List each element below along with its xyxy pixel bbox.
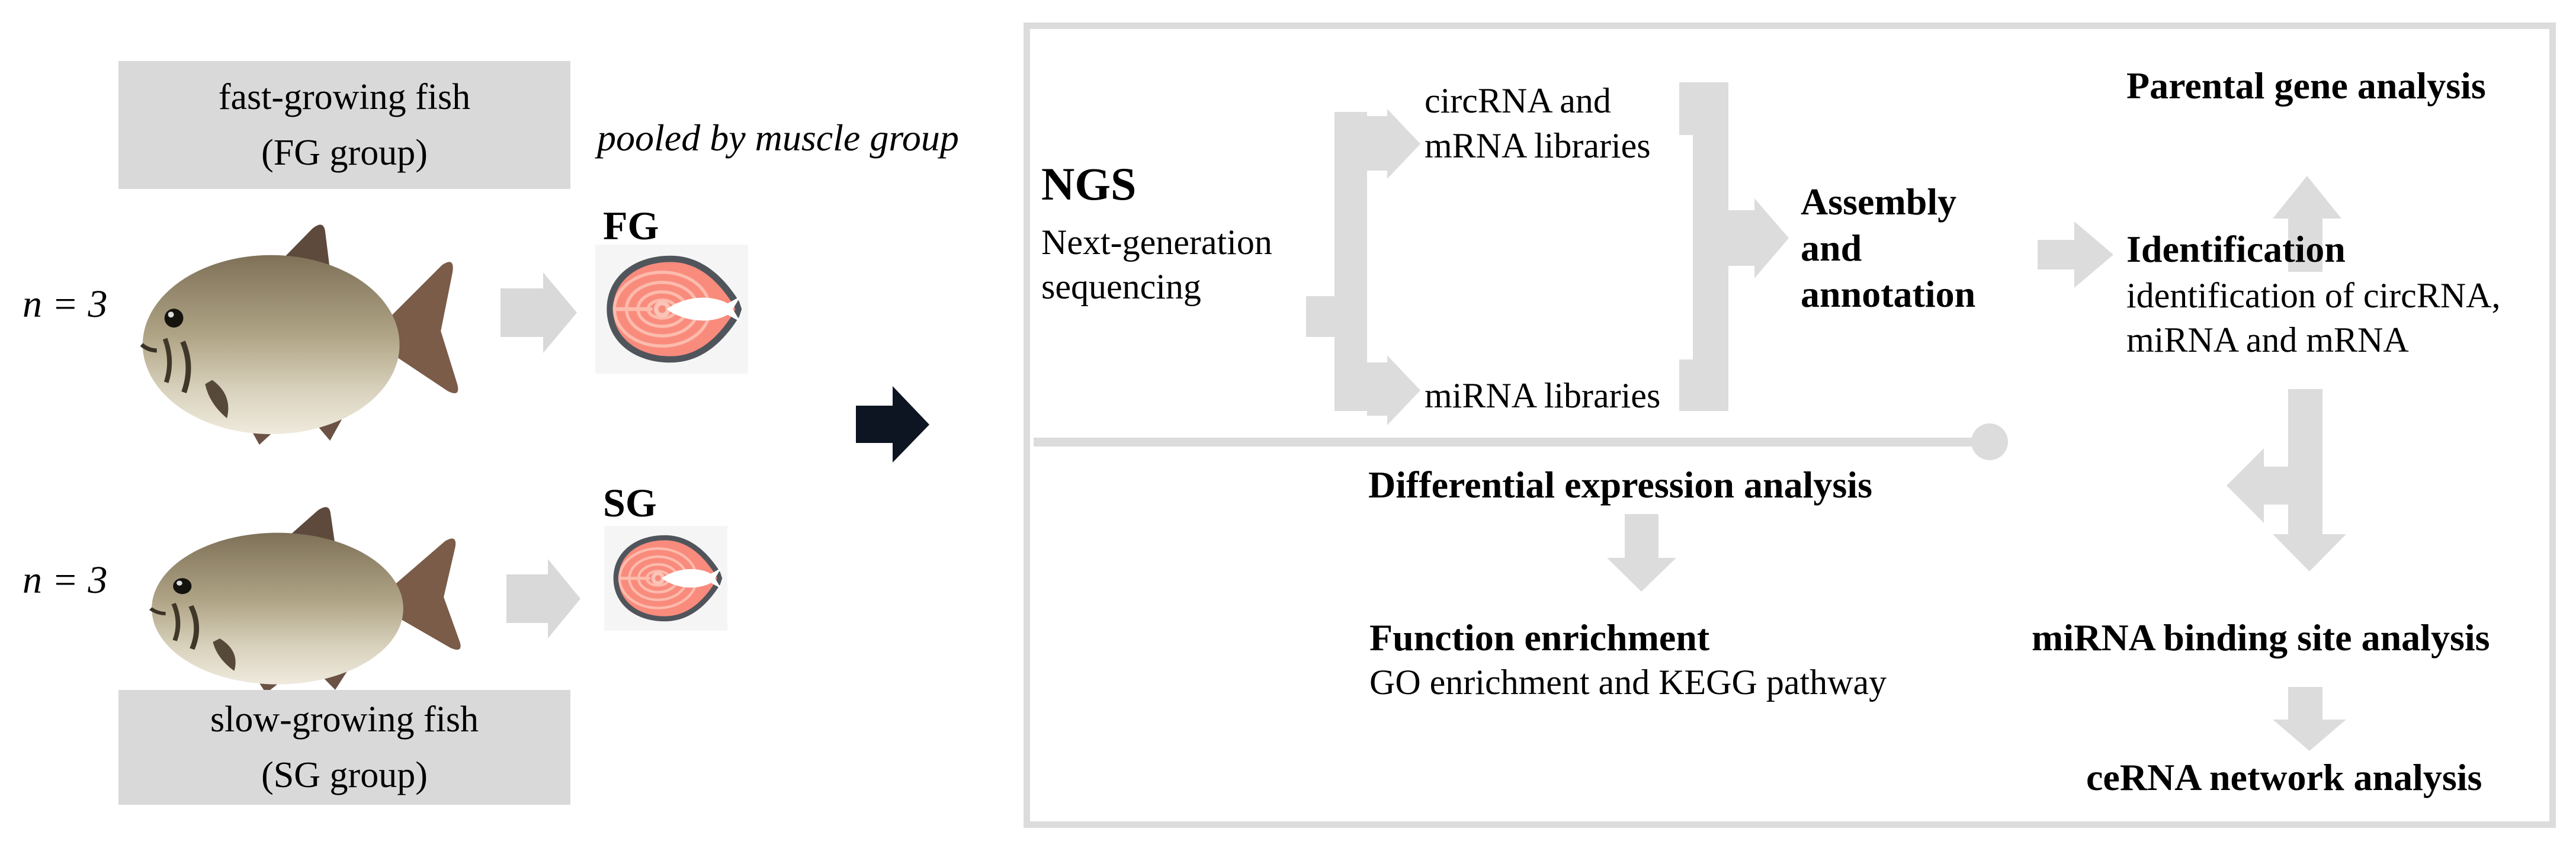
cerna-network-label: ceRNA network analysis	[2086, 756, 2482, 798]
fg-group-line1: fast-growing fish	[218, 77, 471, 117]
mirna-libraries-label: miRNA libraries	[1425, 376, 1661, 415]
salmon-steak-icon-fg	[595, 245, 748, 374]
identification-subtitle: identification of circRNA, miRNA and mRN…	[2126, 274, 2500, 362]
sg-group-line2: (SG group)	[261, 755, 428, 795]
fish-photo-fg	[121, 224, 468, 448]
identification-title: Identification	[2126, 228, 2346, 270]
fish-eye	[164, 309, 184, 328]
parental-gene-analysis-label: Parental gene analysis	[2126, 65, 2486, 107]
fg-group-line2: (FG group)	[261, 133, 428, 173]
identification-sub-line1: identification of circRNA,	[2126, 276, 2501, 315]
tail-fin	[384, 538, 461, 650]
steak-bone	[666, 296, 741, 322]
black-arrow-icon	[856, 386, 929, 463]
assembly-line2: and	[1801, 227, 1862, 269]
function-enrichment-title: Function enrichment	[1369, 616, 1710, 659]
fg-group-label-box: fast-growing fish (FG group)	[118, 61, 570, 189]
ngs-subtitle: Next-generation sequencing	[1041, 220, 1272, 309]
fish-illustration	[149, 507, 461, 693]
ngs-title: NGS	[1041, 158, 1137, 210]
tail-fin	[380, 262, 458, 394]
assembly-line3: annotation	[1801, 273, 1976, 315]
assembly-line1: Assembly	[1801, 181, 1957, 223]
salmon-steak-icon	[607, 255, 742, 363]
circ-mrna-line2: mRNA libraries	[1425, 126, 1651, 165]
sample-size-sg: n = 3	[23, 558, 108, 602]
fish-eye	[173, 578, 192, 595]
sg-group-line1: slow-growing fish	[210, 699, 479, 740]
sample-size-fg: n = 3	[23, 282, 108, 326]
salmon-steak-icon	[613, 535, 723, 622]
arrow-right-icon	[501, 272, 577, 353]
identification-sub-line2: miRNA and mRNA	[2126, 320, 2409, 359]
steak-bone	[662, 568, 721, 589]
sg-sample-label: SG	[603, 480, 657, 525]
ngs-subtitle-line1: Next-generation	[1041, 223, 1272, 262]
assembly-annotation-label: Assembly and annotation	[1801, 179, 1975, 317]
fish-photo-sg	[133, 506, 468, 696]
mirna-binding-site-label: miRNA binding site analysis	[2032, 616, 2490, 659]
workflow-panel	[1024, 23, 2556, 828]
sg-group-label-box: slow-growing fish (SG group)	[118, 690, 570, 805]
arrow-right-icon	[506, 559, 580, 638]
circ-mrna-libraries-label: circRNA and mRNA libraries	[1425, 78, 1651, 168]
salmon-steak-icon-sg	[604, 526, 727, 631]
fish-illustration	[140, 224, 458, 445]
function-enrichment-subtitle: GO enrichment and KEGG pathway	[1369, 663, 1887, 702]
circ-mrna-line1: circRNA and	[1425, 81, 1611, 120]
differential-expression-label: Differential expression analysis	[1368, 464, 1872, 506]
fg-sample-label: FG	[603, 203, 659, 248]
pooled-note: pooled by muscle group	[597, 117, 959, 159]
ngs-subtitle-line2: sequencing	[1041, 267, 1201, 306]
